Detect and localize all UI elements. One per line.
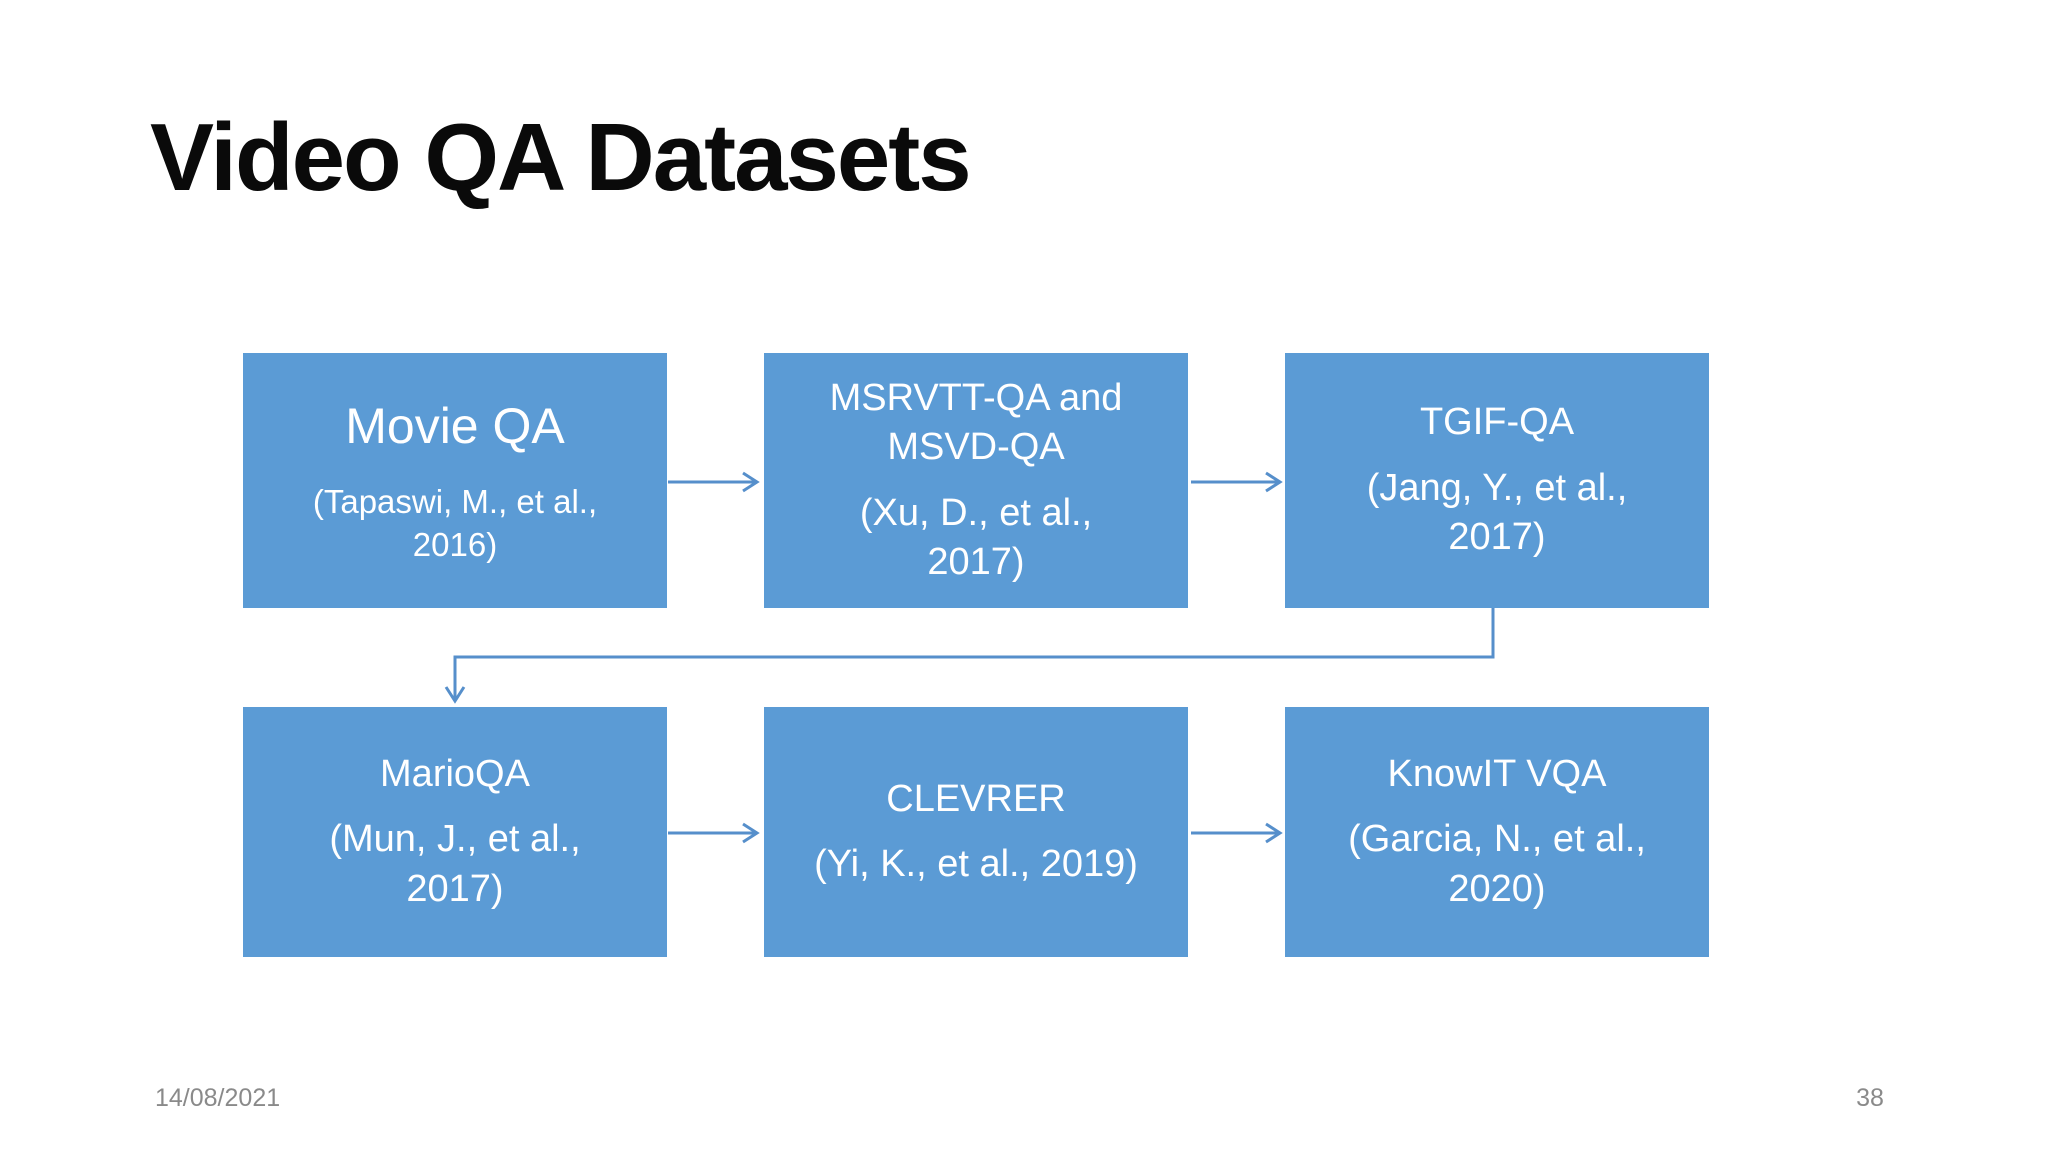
footer-page-number: 38 <box>1856 1084 1884 1112</box>
page-title: Video QA Datasets <box>150 104 972 211</box>
dataset-title: TGIF-QA <box>1419 401 1575 444</box>
dataset-title: KnowIT VQA <box>1387 752 1607 795</box>
dataset-title: MSRVTT-QA and MSVD-QA <box>829 376 1123 469</box>
dataset-node-msrvtt-msvd-qa: MSRVTT-QA and MSVD-QA (Xu, D., et al., 2… <box>764 353 1188 608</box>
dataset-node-tgif-qa: TGIF-QA (Jang, Y., et al., 2017) <box>1285 353 1709 608</box>
dataset-title: CLEVRER <box>886 777 1066 820</box>
dataset-citation: (Tapaswi, M., et al., 2016) <box>312 483 598 563</box>
dataset-node-movie-qa: Movie QA (Tapaswi, M., et al., 2016) <box>243 353 667 608</box>
dataset-citation: (Jang, Y., et al., 2017) <box>1366 466 1628 559</box>
dataset-title: MarioQA <box>380 752 530 795</box>
dataset-citation: (Mun, J., et al., 2017) <box>329 818 581 910</box>
dataset-node-knowit-vqa: KnowIT VQA (Garcia, N., et al., 2020) <box>1285 707 1709 957</box>
dataset-node-clevrer: CLEVRER (Yi, K., et al., 2019) <box>764 707 1188 957</box>
elbow-arrow-down-icon <box>444 608 1495 704</box>
footer-date: 14/08/2021 <box>155 1084 281 1112</box>
dataset-node-marioqa: MarioQA (Mun, J., et al., 2017) <box>243 707 667 957</box>
dataset-citation: (Yi, K., et al., 2019) <box>814 843 1138 885</box>
dataset-citation: (Xu, D., et al., 2017) <box>859 491 1093 583</box>
dataset-title: Movie QA <box>345 398 565 455</box>
dataset-citation: (Garcia, N., et al., 2020) <box>1348 818 1646 910</box>
